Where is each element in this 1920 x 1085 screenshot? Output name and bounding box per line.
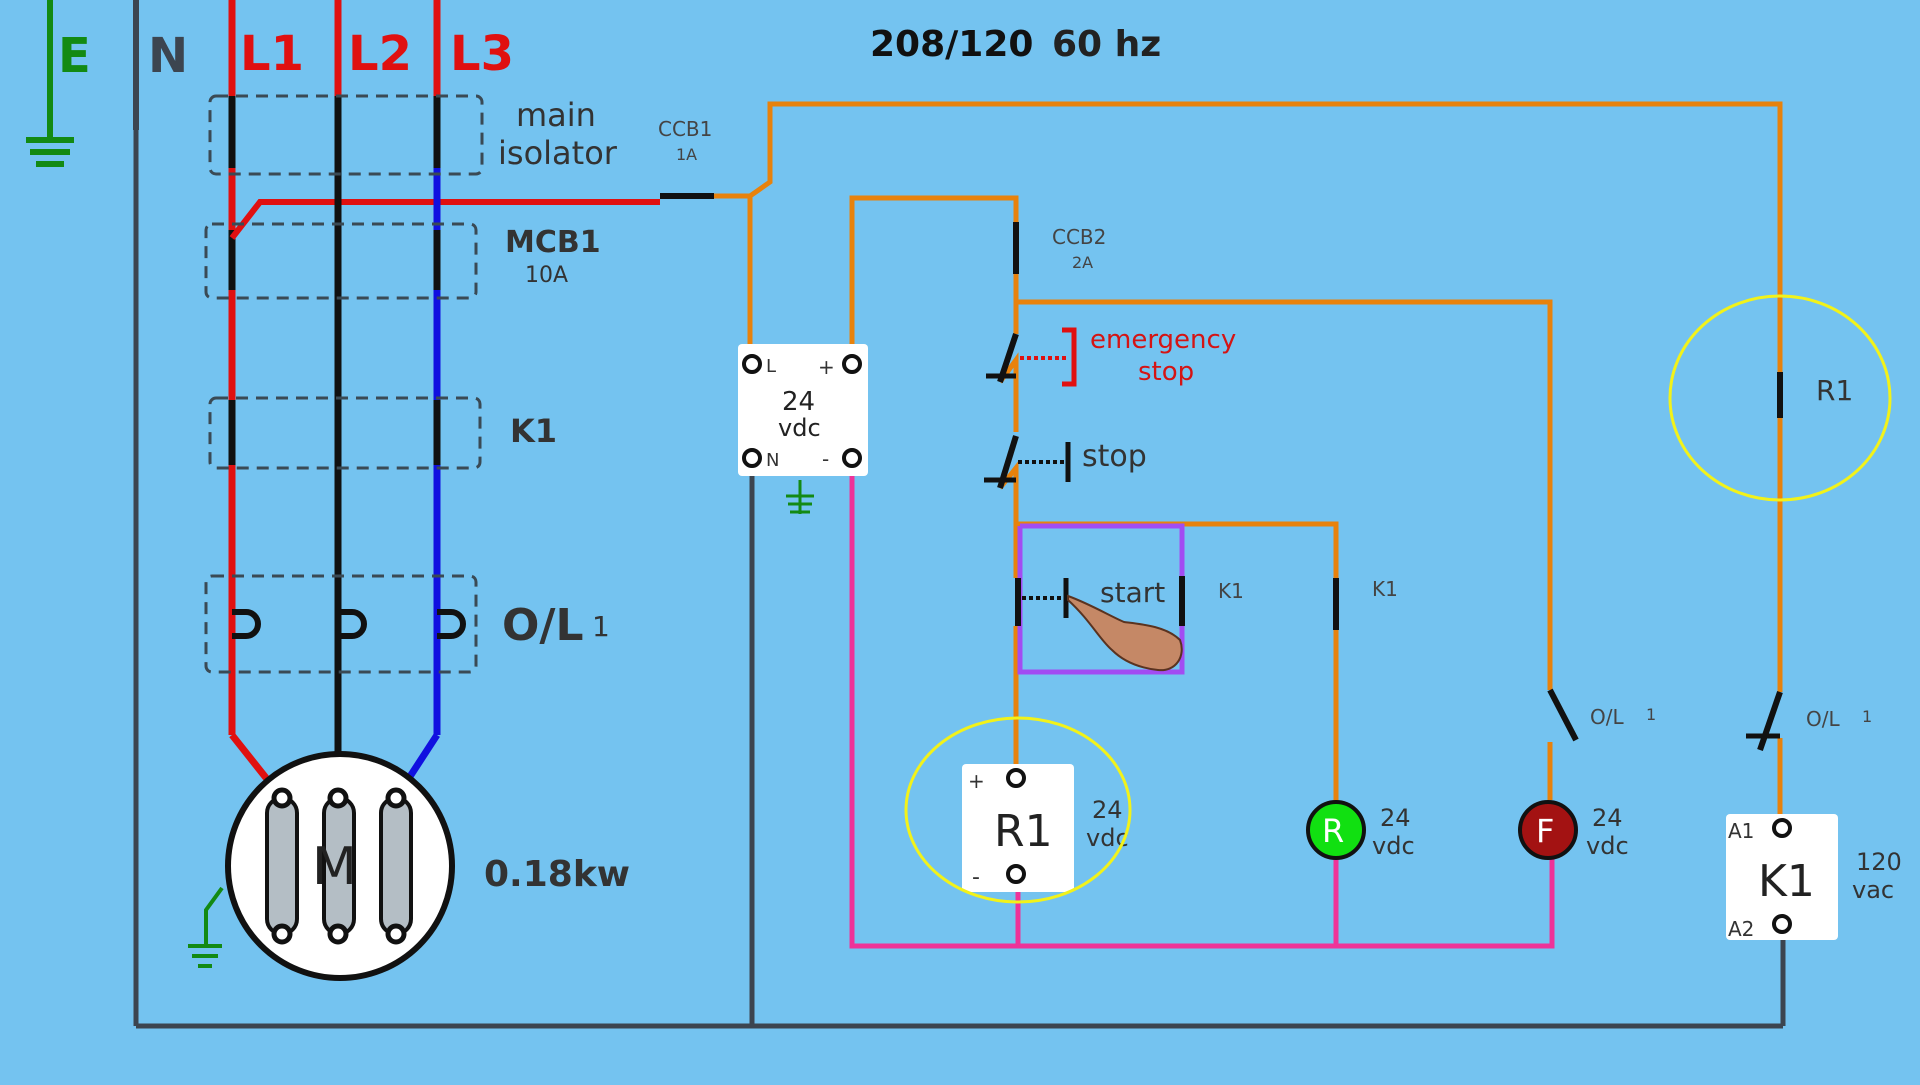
overload-contact-1-sub: 1 [1646,705,1656,724]
control-live-wire [714,101,1783,830]
psu-earth-icon [786,480,814,514]
earth-line [26,0,74,167]
run-lamp-icon [1306,800,1366,860]
coil-a1: A1 [1728,819,1754,843]
k1-run-label: K1 [1372,577,1398,601]
relay-unit: vdc [1086,824,1129,852]
overload-contact-1-label: O/L [1590,705,1624,729]
ccb1-rating: 1A [676,145,697,164]
coil-voltage: 120 [1856,848,1902,876]
r1-contact-label: R1 [1816,374,1853,407]
fault-lamp-unit: vdc [1586,832,1629,860]
emergency-stop-label-1: emergency [1090,325,1236,355]
overload-contact-2-label: O/L [1806,707,1840,731]
coil-unit: vac [1852,876,1894,904]
k1-hold-label: K1 [1218,579,1244,603]
pointing-hand-icon [1067,594,1183,672]
motor-label: M [312,837,357,897]
contactor-label: K1 [510,412,557,450]
emergency-stop-label-2: stop [1138,357,1194,387]
psu-unit: vdc [778,414,821,442]
run-lamp-voltage: 24 [1380,804,1411,832]
psu-24vdc [738,344,868,476]
l3-line [393,0,441,800]
earth-label: E [58,28,91,84]
r1-contact-highlight-circle [1668,294,1892,502]
psu-voltage: 24 [782,387,815,417]
coil-a2: A2 [1728,917,1754,941]
overload-fault-contact [1547,688,1579,742]
mcb1-label: MCB1 [505,225,601,260]
run-lamp-letter: R [1322,812,1344,850]
psu-term-minus: - [822,447,829,471]
k1-coil [1726,814,1838,940]
coil-name: K1 [1758,856,1815,907]
overload-sub: 1 [592,610,610,643]
fault-lamp-letter: F [1536,812,1554,850]
motor [225,751,455,981]
relay-name: R1 [994,806,1053,857]
start-button[interactable] [1015,578,1069,626]
relay-minus: - [972,865,980,890]
relay-r1 [962,764,1074,892]
overload-coil-contact [1746,691,1783,751]
overload-box [204,574,478,674]
mcb1-box [204,222,478,300]
l1-label: L1 [240,26,304,82]
control-dc-negative-wire [849,458,1555,949]
fault-lamp-voltage: 24 [1592,804,1623,832]
relay-voltage: 24 [1092,796,1123,824]
motor-power: 0.18kw [484,854,630,895]
contactor-box [208,396,482,470]
main-isolator-label-1: main [516,96,596,134]
overload-contact-2-sub: 1 [1862,707,1872,726]
relay-highlight-circle [904,716,1132,904]
l3-label: L3 [450,26,514,82]
psu-term-l: L [766,356,776,377]
psu-term-n: N [766,450,779,471]
stop-button[interactable] [984,435,1071,489]
motor-earth-icon [188,886,224,968]
fault-lamp-icon [1518,800,1578,860]
l2-label: L2 [348,26,412,82]
mcb1-rating: 10A [525,263,568,288]
overload-label: O/L [502,600,584,651]
control-dc-positive-wire [849,195,1553,804]
relay-plus: + [968,769,985,793]
frequency-label: 60 hz [1052,24,1161,65]
main-isolator-box [208,94,484,176]
emergency-stop-button[interactable] [986,327,1077,387]
ccb2-label: CCB2 [1052,225,1106,249]
stop-label: stop [1082,439,1147,474]
ccb2-rating: 2A [1072,253,1093,272]
run-lamp-unit: vdc [1372,832,1415,860]
start-label: start [1100,576,1165,609]
neutral-label: N [148,28,188,84]
overload-heaters [232,609,466,639]
psu-term-plus: + [818,355,835,379]
voltage-label: 208/120 [870,24,1033,65]
ccb1-label: CCB1 [658,117,712,141]
main-isolator-label-2: isolator [498,134,618,172]
